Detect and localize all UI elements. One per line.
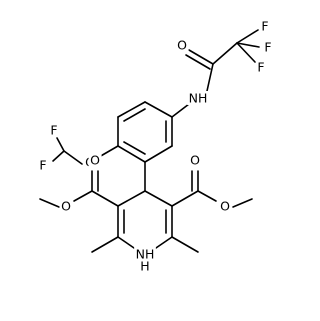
atom-label-background: [259, 19, 271, 33]
atom-o-ester-right-methoxy: O: [220, 199, 230, 214]
bond: [123, 108, 146, 122]
bond: [144, 190, 173, 207]
atom-o-ester-right-carbonyl: O: [190, 153, 200, 168]
bond: [63, 150, 83, 165]
atom-label-background: [138, 259, 152, 273]
atom-label-background: [48, 123, 60, 137]
bond: [117, 190, 146, 207]
atom-o-ester-left-carbonyl: O: [90, 153, 100, 168]
atom-nh-amide: NH: [189, 91, 208, 106]
bond: [152, 236, 173, 251]
atom-label-layer: F F F O NH F F O O O O O NH H: [37, 19, 274, 274]
atom-f2: F: [264, 40, 271, 55]
bond: [171, 190, 199, 207]
molecule-structure: F F F O NH F F O O O O O NH H: [37, 19, 274, 274]
bond: [123, 141, 146, 155]
atom-label-background: [175, 38, 189, 52]
bond: [117, 101, 146, 118]
bond: [171, 236, 199, 253]
bond: [236, 42, 260, 48]
bond: [232, 198, 253, 208]
atom-label-background: [187, 91, 209, 105]
atom-nh-ring: NH: [136, 247, 155, 262]
atom-label-background: [134, 247, 156, 261]
bond: [39, 198, 60, 208]
bond: [185, 54, 211, 70]
bond: [117, 236, 138, 251]
bond: [188, 49, 214, 65]
bond: [144, 101, 173, 118]
atom-f4: F: [50, 123, 57, 138]
bond: [212, 42, 238, 65]
bond: [236, 42, 256, 63]
atom-label-background: [88, 153, 102, 167]
bond: [144, 145, 173, 163]
atom-o-ester-left-methoxy: O: [61, 199, 71, 214]
bond: [171, 103, 190, 118]
atom-label-background: [218, 199, 232, 213]
atom-f1: F: [261, 19, 268, 34]
atom-o-amide: O: [177, 38, 187, 53]
bond: [91, 236, 119, 253]
bond: [56, 137, 65, 152]
bond: [98, 145, 119, 158]
bond: [206, 63, 214, 92]
bond: [73, 190, 93, 202]
atom-label-background: [262, 40, 274, 54]
bond: [197, 190, 217, 202]
atom-label-background: [188, 153, 202, 167]
bond: [91, 190, 119, 207]
atom-h-ring: H: [140, 259, 149, 274]
bond: [52, 150, 65, 162]
atom-f5: F: [39, 158, 46, 173]
bond: [236, 29, 259, 44]
bond: [117, 145, 146, 163]
atom-label-background: [37, 158, 49, 172]
atom-label-background: [59, 199, 73, 213]
bond-layer: [39, 29, 260, 253]
atom-label-background: [255, 60, 267, 74]
atom-f3: F: [257, 60, 264, 75]
